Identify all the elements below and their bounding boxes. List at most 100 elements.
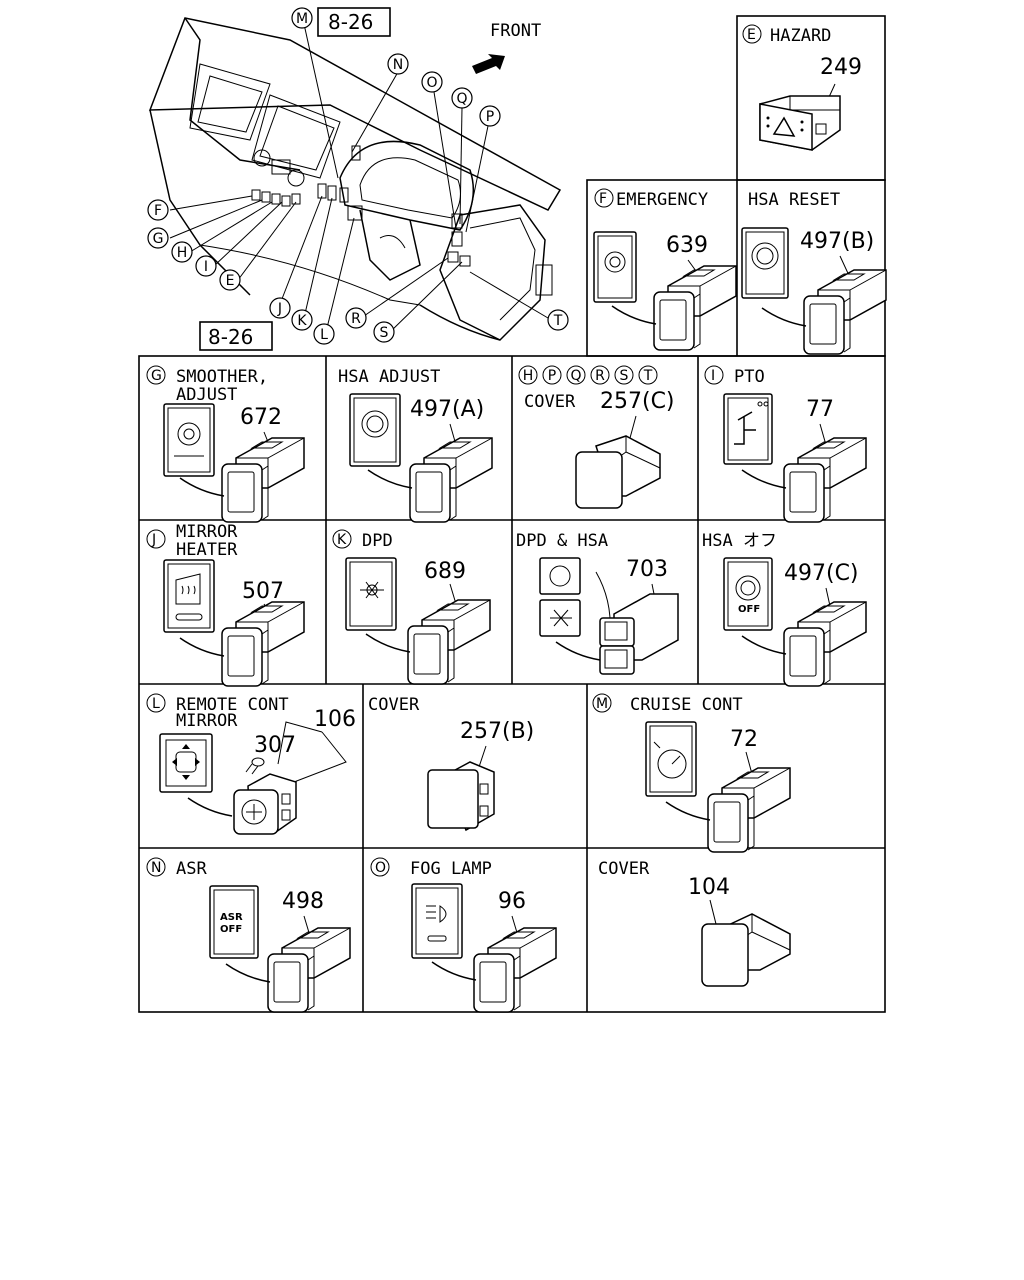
dpd-letter: K [337, 532, 347, 548]
callout-letter: T [553, 313, 563, 329]
cover-c-letter: R [595, 368, 605, 384]
mirror-heater-title-2: HEATER [176, 540, 238, 560]
panel-emergency: F EMERGENCY 639 [593, 188, 737, 351]
cruise-letter: M [596, 696, 608, 712]
cover-c-letter: H [523, 368, 534, 384]
gear-icon [604, 251, 626, 273]
smoother-part: 672 [240, 405, 282, 430]
callout-letter: N [393, 57, 403, 73]
callout-circle [421, 71, 443, 93]
mirror-heater-title-1: MIRROR [176, 522, 238, 542]
cover-b-part: 257(B) [460, 719, 534, 744]
hsa-icon [751, 242, 779, 270]
panel-smoother: G SMOOTHER, ADJUST 672 [146, 365, 305, 523]
remote-mirror-letter: L [152, 696, 160, 712]
pto-title: PTO [734, 367, 765, 387]
cover-104-shape [701, 913, 791, 987]
panel-cover-b: COVER 257(B) [368, 695, 534, 832]
callout-letter: O [426, 75, 437, 91]
callout-circle [373, 321, 395, 343]
hsa-off-title: HSA オフ [702, 531, 777, 551]
pto-letter: I [711, 368, 715, 384]
callout-letter: G [153, 231, 164, 247]
callout-letter: Q [456, 91, 467, 107]
front-label: FRONT [490, 21, 541, 41]
cover-c-letter: T [643, 368, 653, 384]
dpd-icon [360, 581, 384, 599]
panel-hazard: E HAZARD 249 [742, 24, 862, 151]
hsa-icon [549, 565, 571, 587]
cover-104-part: 104 [688, 875, 730, 900]
speedometer-icon [657, 749, 687, 779]
callout-letter: I [204, 259, 208, 275]
dpd-hsa-title: DPD & HSA [516, 531, 608, 551]
pto-icon [734, 411, 756, 445]
callout-circle [547, 309, 569, 331]
callout-letter: R [351, 311, 361, 327]
mirror-heater-part: 507 [242, 579, 284, 604]
panel-dpd-hsa: DPD & HSA 703 [516, 531, 679, 675]
callout-letter: K [297, 313, 307, 329]
panel-cover-104: COVER 104 [598, 859, 791, 987]
fog-title: FOG LAMP [410, 859, 492, 879]
fog-lamp-icon [439, 905, 447, 923]
hazard-letter: E [747, 27, 756, 43]
callout-circle [147, 199, 169, 221]
asr-icon-line2: OFF [220, 924, 242, 935]
cover-c-letter-circle [518, 365, 538, 385]
callout-circle [479, 105, 501, 127]
cover-c-letter-circle [542, 365, 562, 385]
cover-b-title: COVER [368, 695, 420, 715]
hsa-reset-part: 497(B) [800, 229, 874, 254]
panel-grid [138, 15, 886, 1013]
hsa-adjust-title: HSA ADJUST [338, 367, 440, 387]
cover-c-letter-circle [614, 365, 634, 385]
remote-mirror-part-a: 106 [314, 707, 356, 732]
emergency-title: EMERGENCY [616, 190, 708, 210]
panel-hsa-off: HSA オフ OFF 497(C) [702, 531, 867, 687]
panel-hsa-adjust: HSA ADJUST 497(A) [338, 367, 493, 523]
cover-c-letter: P [548, 368, 556, 384]
cover-c-title: COVER [524, 392, 576, 412]
callout-circle [195, 255, 217, 277]
callout-circle [269, 297, 291, 319]
cover-104-title: COVER [598, 859, 650, 879]
callout-circle [219, 269, 241, 291]
callout-letter: H [177, 245, 188, 261]
asr-icon-line1: ASR [220, 912, 243, 923]
callout-circle [345, 307, 367, 329]
panel-asr: N ASR ASR OFF 498 [146, 857, 351, 1013]
callout-letter: F [154, 203, 162, 219]
emergency-letter: F [599, 191, 607, 207]
dpd-title: DPD [362, 531, 393, 551]
callout-letter: L [320, 327, 328, 343]
pto-part: 77 [806, 397, 834, 422]
gear-icon [177, 422, 201, 446]
panel-cruise: M CRUISE CONT 72 [592, 693, 791, 853]
cover-c-letter-circle [590, 365, 610, 385]
cruise-title: CRUISE CONT [630, 695, 743, 715]
fog-letter: O [375, 860, 386, 876]
asr-title: ASR [176, 859, 207, 879]
cover-c-part: 257(C) [600, 389, 675, 414]
dpd-icon [550, 609, 572, 627]
panel-pto: I PTO 77 [704, 365, 867, 523]
callout-circle [171, 241, 193, 263]
callout-circle [291, 7, 313, 29]
callout-circle [387, 53, 409, 75]
hsa-adjust-part: 497(A) [410, 397, 484, 422]
cruise-part: 72 [730, 727, 758, 752]
callout-letter: E [226, 273, 235, 289]
ref-bottom: 8-26 [208, 325, 253, 349]
smoother-title-1: SMOOTHER, [176, 367, 268, 387]
hsa-off-part: 497(C) [784, 561, 859, 586]
smoother-letter: G [151, 368, 162, 384]
fog-part: 96 [498, 889, 526, 914]
ref-top: 8-26 [328, 10, 373, 34]
mirror-heat-icon [175, 573, 201, 605]
callout-circle [147, 227, 169, 249]
hazard-part: 249 [820, 55, 862, 80]
callout-letter: J [277, 301, 282, 317]
